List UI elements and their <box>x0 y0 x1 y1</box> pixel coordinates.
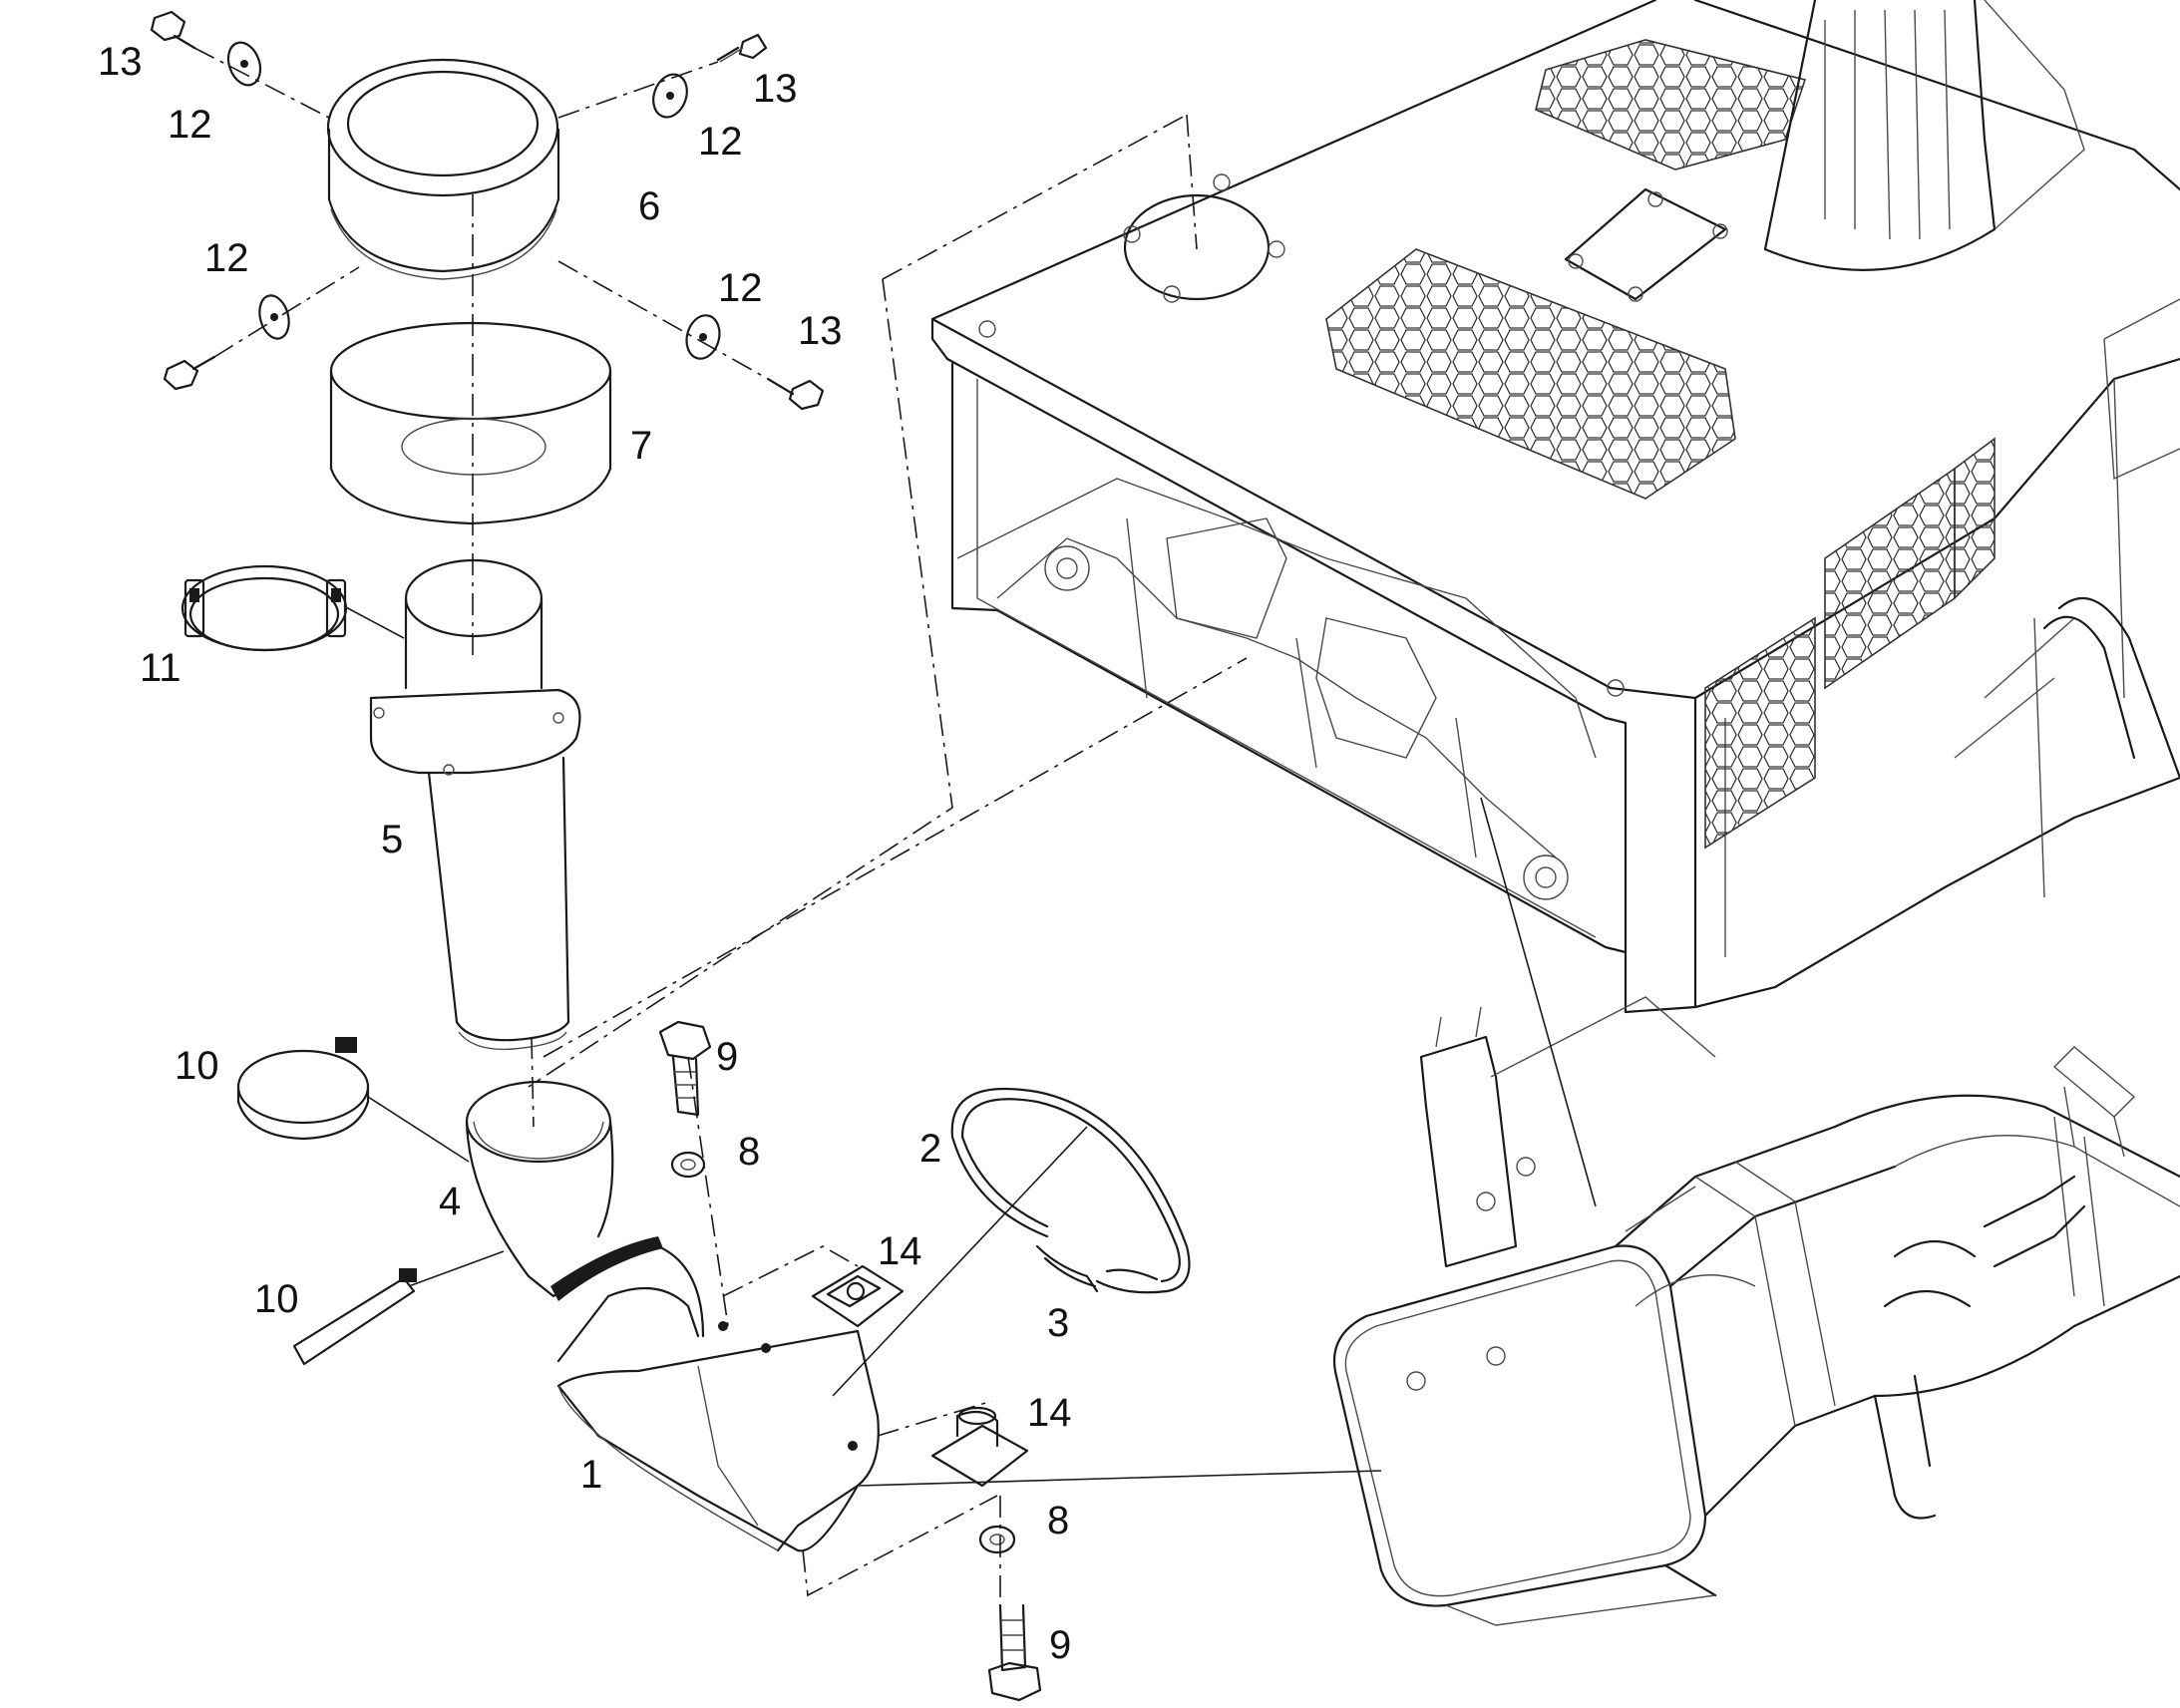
part-8-lower-washer <box>978 1525 1016 1554</box>
callout-13-top-left: 13 <box>98 40 143 84</box>
callout-12-mid-right: 12 <box>718 266 763 310</box>
callout-8-lower: 8 <box>1047 1499 1069 1542</box>
part-7-filter <box>329 321 612 525</box>
part-13-screw-mid-right <box>766 377 825 411</box>
part-4-elbow-hose <box>465 1080 663 1301</box>
callout-10-lower: 10 <box>254 1277 299 1321</box>
callout-5: 5 <box>381 818 403 861</box>
part-12-washer-top-left <box>226 41 262 87</box>
part-10-lower-clamp <box>292 1268 417 1366</box>
part-9-upper-bolt <box>658 1020 712 1117</box>
callout-6: 6 <box>638 184 660 228</box>
part-14-upper-clip-nut <box>811 1264 905 1328</box>
part-5-inlet-tube <box>369 558 581 1051</box>
callout-12-top-right: 12 <box>698 120 743 164</box>
part-11-clamp <box>181 564 348 652</box>
part-8-upper-washer <box>670 1151 706 1179</box>
part-13-screw-top-right <box>716 33 768 63</box>
callout-8-upper: 8 <box>738 1130 760 1174</box>
alignment-lines <box>193 47 1248 1605</box>
part-6-cover <box>326 58 560 280</box>
callout-labels: 13 12 13 12 6 12 12 13 7 11 5 10 9 8 2 4… <box>98 40 1072 1667</box>
leader-lines <box>343 605 1597 1487</box>
callout-13-mid-right: 13 <box>798 309 843 353</box>
callout-9-lower: 9 <box>1049 1623 1071 1667</box>
callout-10-upper: 10 <box>175 1044 219 1088</box>
callout-7: 7 <box>630 424 652 468</box>
part-9-lower-bolt <box>987 1603 1042 1702</box>
callout-12-top-left: 12 <box>168 103 212 147</box>
callout-3: 3 <box>1047 1301 1069 1345</box>
part-13-screw-mid-left <box>163 355 216 391</box>
engine-housing <box>930 0 2180 1014</box>
part-12-washer-mid-left <box>258 294 290 340</box>
part-3-clip <box>1035 1244 1159 1293</box>
callout-13-top-right: 13 <box>753 67 798 111</box>
callout-2: 2 <box>919 1127 941 1171</box>
callout-14-upper: 14 <box>878 1229 922 1273</box>
callout-1: 1 <box>580 1453 602 1497</box>
silencer-assembly <box>1332 996 2180 1626</box>
part-12-washer-mid-right <box>685 314 721 360</box>
callout-9-upper: 9 <box>716 1035 738 1079</box>
part-14-lower-clip-nut <box>930 1406 1029 1488</box>
part-12-washer-top-right <box>652 73 688 119</box>
part-1-outlet-duct <box>556 1244 880 1552</box>
callout-12-mid-left: 12 <box>204 236 249 280</box>
callout-4: 4 <box>439 1180 461 1223</box>
part-10-upper-clamp <box>236 1037 370 1141</box>
part-13-screw-top-left <box>150 10 196 50</box>
callout-14-lower: 14 <box>1027 1391 1072 1435</box>
part-2-seal-ring <box>950 1087 1191 1294</box>
callout-11: 11 <box>140 646 182 690</box>
